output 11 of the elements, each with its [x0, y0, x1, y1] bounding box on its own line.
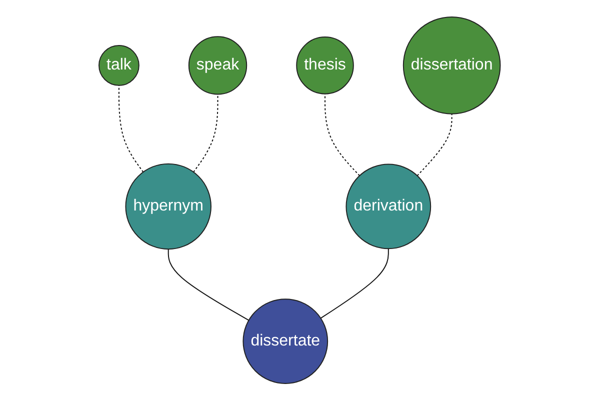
connector — [168, 248, 250, 321]
connector — [417, 113, 453, 176]
connector — [193, 94, 219, 172]
node-circle: talk — [98, 44, 140, 86]
connector — [320, 248, 390, 318]
node-circle: speak — [188, 36, 248, 95]
node-circle: dissertate — [243, 298, 328, 384]
node-circle: dissertation — [403, 16, 502, 114]
node-circle: thesis — [296, 36, 354, 94]
node-circle: derivation — [346, 164, 432, 249]
node-circle: hypernym — [126, 163, 212, 250]
